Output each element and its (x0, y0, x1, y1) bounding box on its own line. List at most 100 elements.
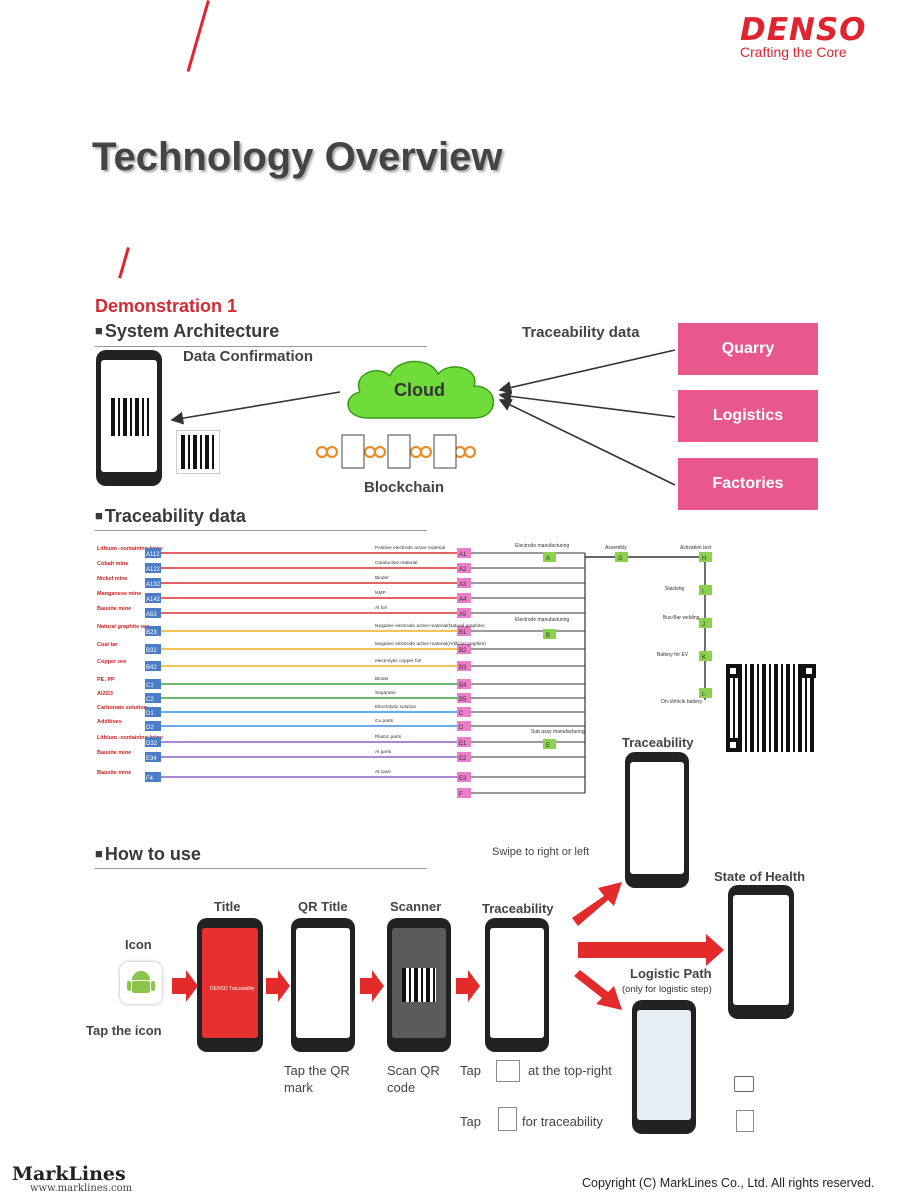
process-label: Binder (375, 575, 389, 581)
source-node (145, 608, 161, 618)
process-label: Binder (375, 676, 389, 682)
process-label: Cu parts (375, 718, 394, 724)
process-label: Positive electrode active material (375, 545, 445, 551)
step-icon-label: Icon (125, 937, 152, 952)
decorative-slash (186, 0, 210, 72)
title-screen-text: DENSO Traceability (210, 986, 255, 992)
brand-tagline: Crafting the Core (740, 44, 847, 60)
material-node-label: A5 (459, 612, 467, 618)
source-node-label: F4 (146, 776, 154, 782)
source-label: Coal tar (97, 642, 118, 648)
phone-screen (296, 928, 350, 1038)
process-label: Separator (375, 690, 396, 696)
phone-state-of-health (728, 885, 794, 1019)
source-quarry: Quarry (678, 323, 818, 375)
source-node-label: B23 (146, 630, 157, 636)
step-node (699, 552, 712, 562)
source-node-label: A132 (146, 582, 161, 588)
traceability-screen-label: Traceability (622, 735, 694, 750)
material-node (457, 737, 471, 747)
marklines-logo: MarkLines (12, 1163, 126, 1185)
source-node-label: D32 (146, 741, 158, 747)
step-node-label: B (546, 633, 550, 639)
step-node-label: G (618, 556, 623, 562)
material-node (457, 661, 471, 671)
step-label: Sub assy manufacturing (531, 729, 585, 735)
material-node-label: E2 (459, 756, 467, 762)
step-node (543, 739, 556, 749)
source-logistics: Logistics (678, 390, 818, 442)
document-icon (736, 1110, 754, 1132)
source-node (145, 626, 161, 636)
step-traceability-label: Traceability (482, 901, 554, 916)
material-node-label: B1 (459, 630, 467, 636)
source-node (145, 661, 161, 671)
source-label: Natural graphite ore (97, 624, 149, 630)
source-node (145, 772, 161, 782)
tap-caption-b: at the top-right (528, 1063, 612, 1078)
source-node-label: B32 (146, 648, 157, 654)
phone-screen (490, 928, 544, 1038)
process-label: Plastic parts (375, 734, 402, 740)
step-scanner-label: Scanner (390, 899, 442, 914)
material-node (457, 593, 471, 603)
map-icon (496, 1060, 520, 1082)
process-label: Al foil (375, 605, 387, 611)
source-label: Additives (97, 719, 122, 725)
qr-code-icon (726, 664, 816, 752)
phone-traceability-screen (485, 918, 549, 1052)
source-node-label: A142 (146, 597, 161, 603)
material-node (457, 788, 471, 798)
material-node (457, 707, 471, 717)
source-label: Carbonate solution (97, 705, 148, 711)
source-node-label: C1 (146, 683, 154, 689)
logistic-path-label: Logistic Path (630, 966, 712, 981)
source-node-label: E34 (146, 756, 157, 762)
source-label: Lithium -containing brine (97, 546, 163, 552)
how-to-use-arrows (172, 882, 724, 1010)
divider (95, 530, 427, 531)
material-node-label: A3 (459, 582, 467, 588)
page-title: Technology Overview (92, 135, 503, 179)
material-node (457, 563, 471, 573)
material-node (457, 644, 471, 654)
source-node (145, 707, 161, 717)
how-to-use-heading: How to use (95, 844, 201, 865)
source-label: PE, PP (97, 677, 115, 683)
step-node (543, 629, 556, 639)
source-node (145, 679, 161, 689)
process-label: NMP (375, 590, 386, 596)
step-label: Electrode manufacturing (515, 617, 569, 623)
data-confirmation-label: Data Confirmation (183, 348, 314, 365)
phone-screen (101, 360, 157, 472)
system-architecture-heading: System Architecture (95, 321, 279, 342)
material-node-label: B2 (459, 648, 467, 654)
material-node-label: B5 (459, 697, 467, 703)
source-node (145, 693, 161, 703)
state-of-health-label: State of Health (714, 869, 806, 884)
step-node-label: J (702, 622, 705, 628)
qr-code-icon (111, 398, 149, 436)
source-label: Bauxite mine (97, 606, 131, 612)
source-label: Bauxite mine (97, 770, 131, 776)
source-label: Copper ore (97, 659, 126, 665)
material-node-label: E1 (459, 741, 467, 747)
android-app-icon[interactable] (120, 962, 162, 1004)
decorative-slash-small (118, 247, 130, 279)
logistic-path-note: (only for logistic step) (622, 984, 712, 995)
source-node-label: D2 (146, 725, 154, 731)
source-node (145, 721, 161, 731)
source-label: Cobalt mine (97, 561, 128, 567)
demo-heading: Demonstration 1 (95, 296, 238, 316)
source-node-label: B42 (146, 665, 157, 671)
material-node-label: A1 (459, 552, 467, 558)
swipe-hint: Swipe to right or left (492, 846, 590, 858)
tap-caption-d: for traceability (522, 1114, 603, 1129)
source-label: Bauxite mine (97, 750, 131, 756)
process-label: Al case (375, 769, 391, 775)
marklines-url: www.marklines.com (30, 1183, 133, 1194)
material-node (457, 548, 471, 558)
phone-screen (630, 762, 684, 874)
material-node (457, 772, 471, 782)
